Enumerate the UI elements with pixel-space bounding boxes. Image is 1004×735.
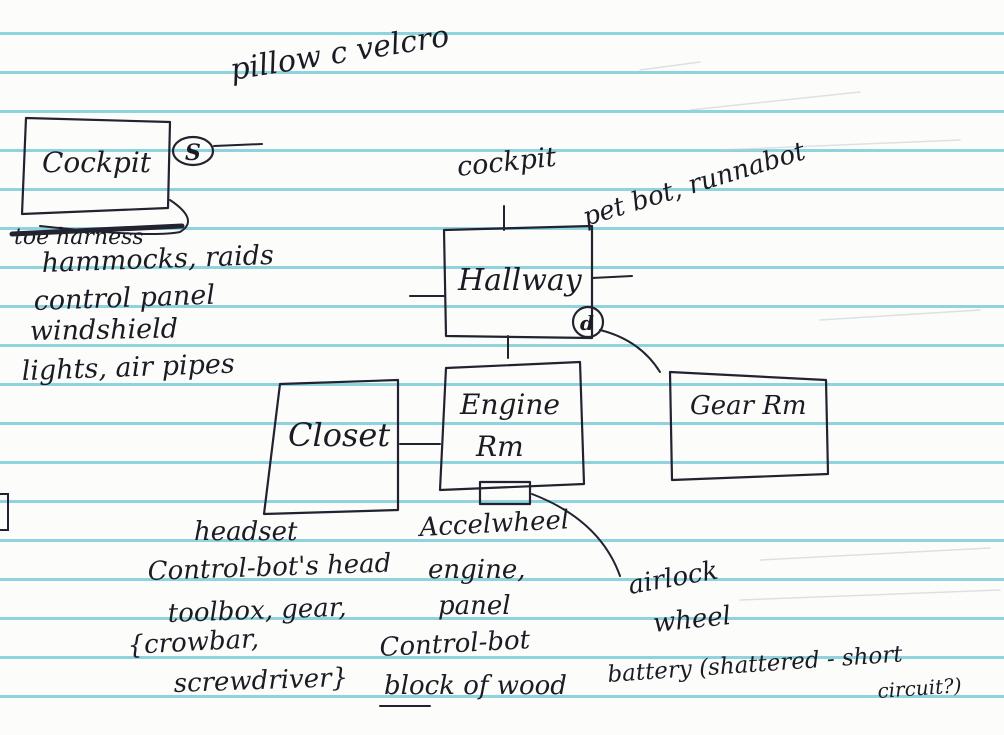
closet-item: toolbox, gear, [167,593,347,629]
closet-item: screwdriver} [173,663,348,699]
hallway-box [442,224,594,340]
hallway-right-door [591,275,633,279]
closet-item-list: headset Control-bot's head toolbox, gear… [127,517,392,699]
cockpit-item: lights, air pipes [21,349,235,387]
cockpit-item: windshield [30,313,179,347]
closet-label: Closet [288,416,390,454]
bleed-through [639,61,1001,601]
engine-item: engine, [428,555,526,585]
hallway-marker-circle [571,305,605,339]
hallway-room: Hallway d [409,205,661,373]
top-note: pillow c velcro [228,19,452,88]
gear-label: Gear Rm [690,391,807,421]
engine-label-line2: Rm [475,430,524,463]
strikethrough [9,223,185,237]
engine-item: Control-bot [379,625,532,663]
engine-box [438,360,586,492]
airlock-item: wheel [652,601,733,639]
cockpit-marker-circle [171,135,215,167]
airlock-item: battery (shattered - short [607,641,905,688]
engine-item: block of wood [384,671,567,701]
cockpit-item: control panel [33,280,215,317]
cockpit-item-list: hammocks, raids control panel windshield… [21,240,274,387]
airlock-item: circuit?) [877,673,963,703]
hallway-side-note: pet bot, runnabot [579,136,809,232]
gear-room: Gear Rm [668,370,830,482]
cockpit-label: Cockpit [42,146,152,179]
closet-item: {crowbar, [127,624,260,661]
hallway-top-label: cockpit [455,142,557,183]
closet-item: headset [194,517,298,547]
cockpit-strike-note: toe harness [9,223,185,250]
engine-hatch [478,480,532,506]
hallway-label: Hallway [457,263,583,298]
engine-room: Engine Rm [399,360,621,577]
gear-box [668,370,830,482]
cockpit-box [20,116,172,216]
page-edge-bracket [0,493,9,531]
engine-item-list: Accelwheel engine, panel Control-bot blo… [379,505,570,707]
airlock-item-list: airlock wheel battery (shattered - short… [607,556,963,703]
closet-box [262,378,400,516]
hallway-marker: d [580,311,594,335]
engine-to-airlock-link [531,493,621,577]
closet-room: Closet [262,378,400,516]
engine-item: panel [438,591,511,621]
engine-label-line1: Engine [459,388,560,421]
cockpit-room: Cockpit S [20,116,263,235]
hallway-to-gear-link [599,329,661,373]
engine-item: Accelwheel [417,505,570,543]
cockpit-marker: S [185,140,201,166]
airlock-item: airlock [626,556,720,601]
cockpit-door-line [213,143,263,147]
closet-item: Control-bot's head [147,549,392,587]
